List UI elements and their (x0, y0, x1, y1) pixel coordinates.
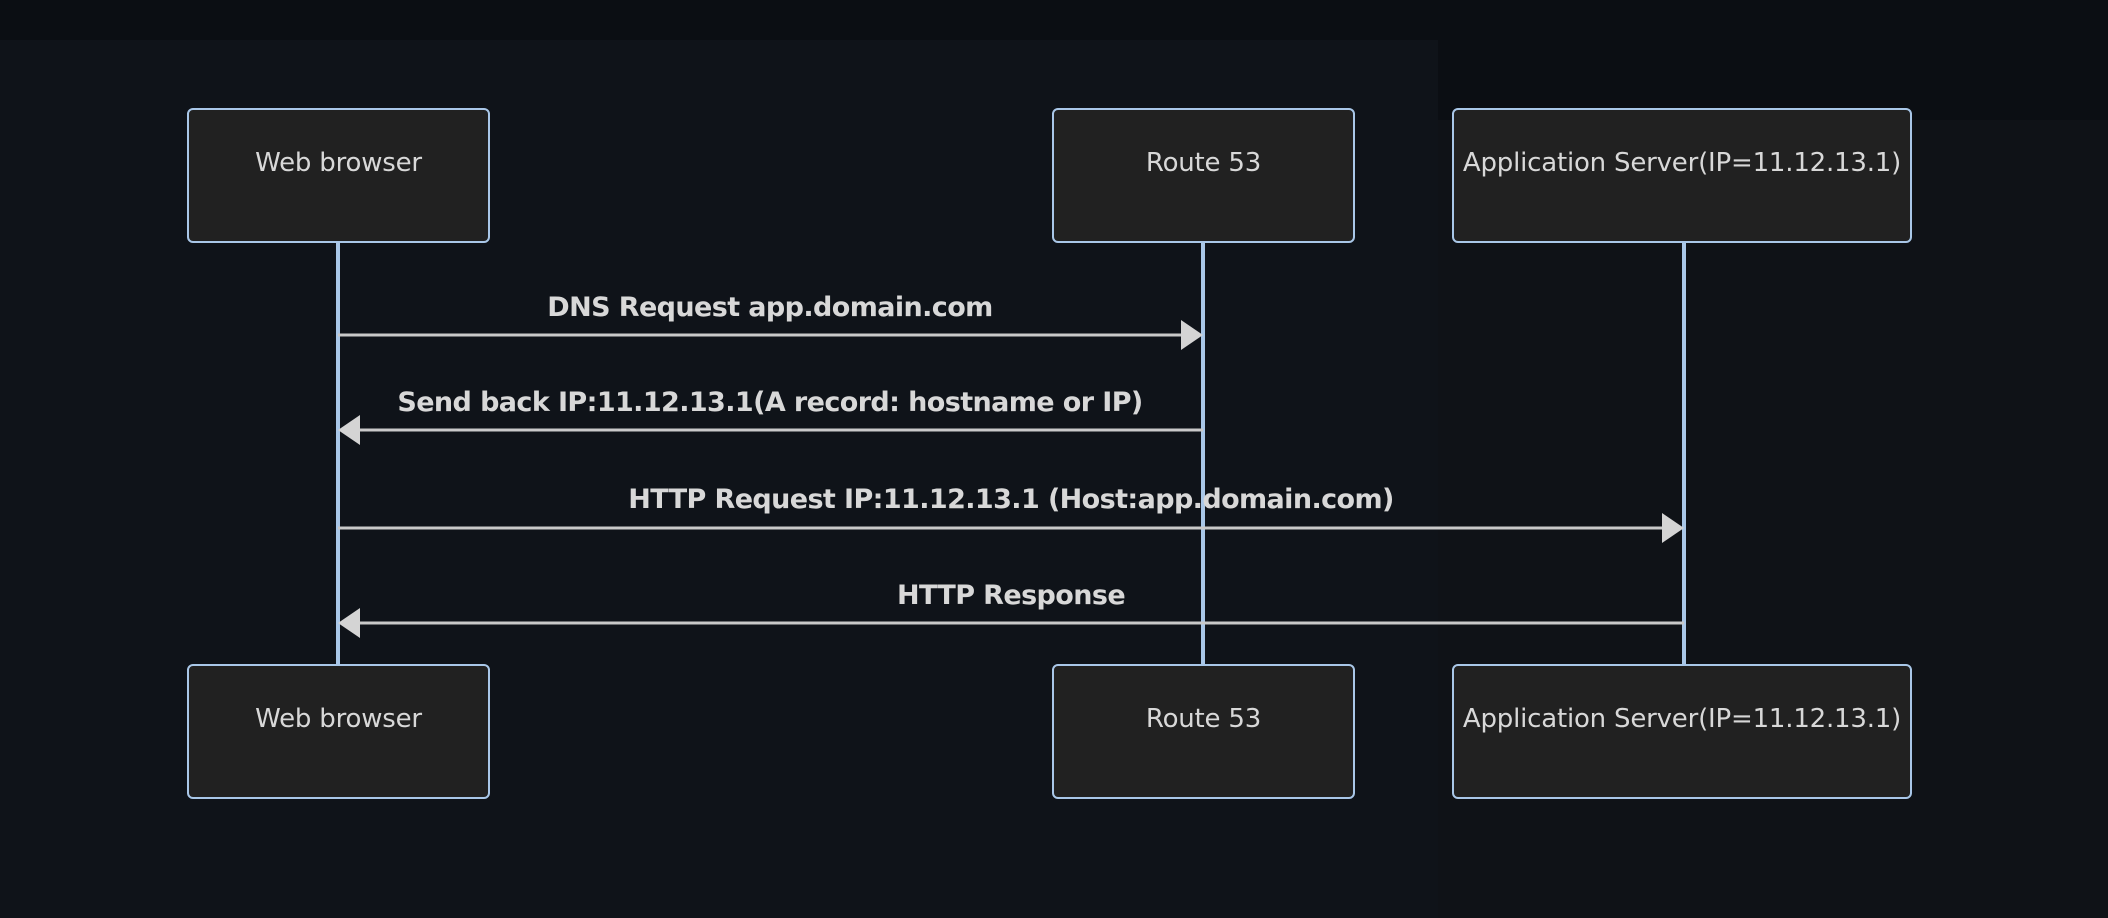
msg-dns-request-arrowhead (1181, 320, 1203, 350)
msg-dns-request-label: DNS Request app.domain.com (547, 292, 993, 323)
msg-http-response-arrowhead (338, 608, 360, 638)
msg-dns-response-label: Send back IP:11.12.13.1(A record: hostna… (397, 387, 1143, 418)
participant-label-route53: Route 53 (1145, 704, 1262, 735)
participant-box-browser-bottom[interactable]: Web browser (187, 664, 490, 799)
msg-http-request-label: HTTP Request IP:11.12.13.1 (Host:app.dom… (628, 484, 1394, 515)
participant-box-browser-top[interactable]: Web browser (187, 108, 490, 243)
msg-dns-response-arrowhead (338, 415, 360, 445)
msg-http-request-arrowhead (1662, 513, 1684, 543)
participant-label-appserver: Application Server(IP=11.12.13.1) (1462, 704, 1902, 735)
participant-label-browser: Web browser (255, 148, 422, 179)
participant-box-route53-bottom[interactable]: Route 53 (1052, 664, 1355, 799)
participant-label-appserver: Application Server(IP=11.12.13.1) (1462, 148, 1902, 179)
participant-label-route53: Route 53 (1145, 148, 1262, 179)
participant-box-route53-top[interactable]: Route 53 (1052, 108, 1355, 243)
participant-box-appserver-bottom[interactable]: Application Server(IP=11.12.13.1) (1452, 664, 1912, 799)
msg-http-response-label: HTTP Response (896, 580, 1126, 611)
participant-box-appserver-top[interactable]: Application Server(IP=11.12.13.1) (1452, 108, 1912, 243)
participant-label-browser: Web browser (255, 704, 422, 735)
